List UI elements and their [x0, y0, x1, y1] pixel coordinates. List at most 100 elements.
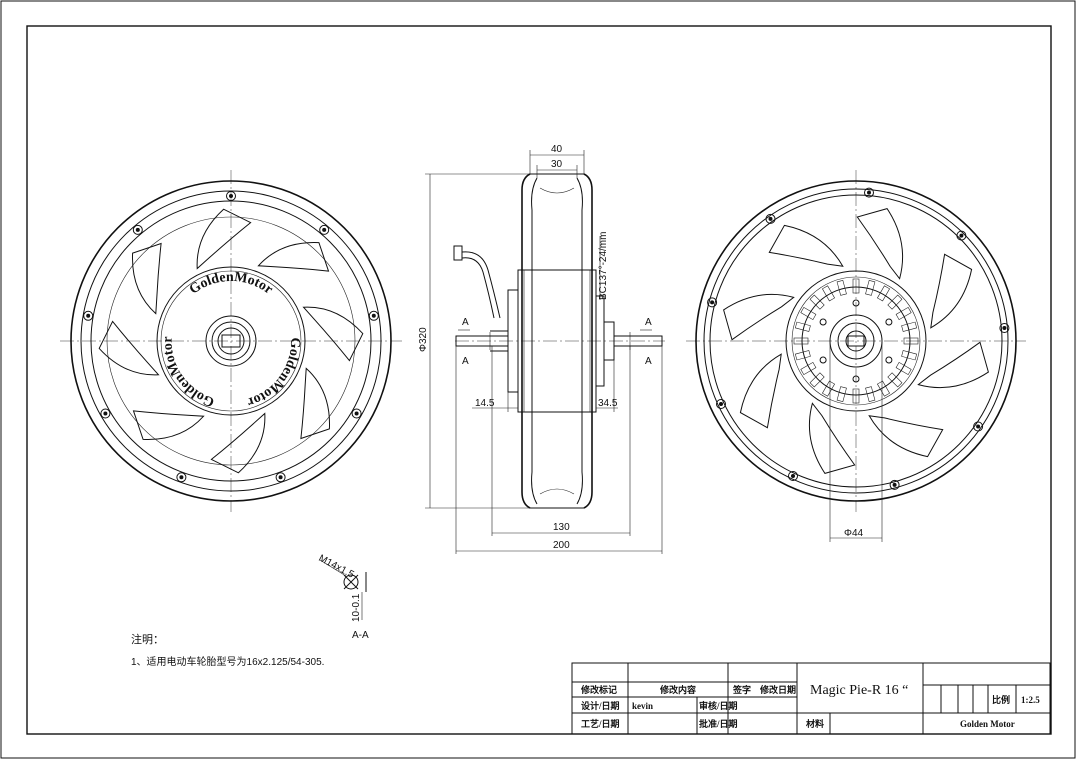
bolt-icon — [707, 297, 718, 308]
disc-slot — [793, 337, 809, 345]
bolt-icon — [765, 213, 776, 224]
bolt-icon — [83, 310, 94, 321]
disc-bolt-icon — [885, 318, 893, 326]
disc-slot — [821, 285, 836, 302]
bolt-icon — [999, 323, 1010, 333]
fan-blade — [868, 415, 944, 458]
tb-review-label: 审核/日期 — [699, 700, 738, 711]
bolt-center — [229, 194, 233, 198]
disc-slot — [794, 350, 811, 361]
disc-slot — [865, 386, 876, 403]
disc-bolt-icon — [852, 299, 860, 307]
fan-blade — [302, 306, 364, 362]
bolt-center — [1002, 326, 1007, 330]
notes-line-1: 1、适用电动车轮胎型号为16x2.125/54-305. — [131, 655, 324, 668]
disc-slot — [901, 350, 918, 361]
section-detail-a-a: M14x1.5 10-0.1 A-A — [317, 553, 369, 641]
section-mark-a-bottom-right: A — [645, 356, 652, 367]
disc-slot — [876, 285, 891, 302]
logo-text-left: GoldenMotor — [161, 336, 217, 409]
dim-14-5: 14.5 — [475, 398, 495, 409]
fan-blades-right — [723, 208, 989, 474]
bolt-icon — [226, 191, 236, 201]
bolt-icon — [788, 471, 798, 481]
bolt-icon — [132, 224, 143, 235]
bolt-icon — [864, 187, 874, 198]
disc-slot — [809, 372, 825, 388]
drawing-frame — [26, 25, 1052, 735]
disc-slot — [887, 372, 903, 388]
bolt-icon — [973, 421, 984, 432]
rotor-disc-slots — [793, 278, 919, 404]
bolt-center — [322, 227, 327, 232]
fan-blade — [739, 353, 782, 429]
fan-blade — [917, 341, 989, 389]
dim-40: 40 — [551, 144, 563, 155]
disc-slot — [852, 388, 860, 404]
left-hub-view: GoldenMotor GoldenMotor GoldenMotor — [60, 170, 402, 512]
tb-approve-label: 批准/日期 — [699, 718, 738, 729]
rim-bolts-right — [707, 187, 1010, 490]
bolt-icon — [368, 310, 379, 321]
bolt-center — [867, 190, 871, 195]
fan-blade — [257, 242, 330, 272]
tb-scale-label: 比例 — [992, 694, 1010, 705]
tb-rev-date-label: 修改日期 — [759, 684, 796, 695]
fan-blades-left — [98, 208, 364, 474]
rim-bolts-left — [83, 191, 379, 483]
bolt-icon — [275, 472, 286, 483]
section-mark-a-top-right: A — [645, 317, 652, 328]
bolt-center — [976, 424, 981, 429]
fan-blade — [723, 293, 795, 341]
tb-rev-mark-label: 修改标记 — [580, 684, 617, 695]
bolt-icon — [176, 472, 187, 483]
tb-product-name: Magic Pie-R 16 “ — [810, 683, 908, 698]
disc-slot — [821, 380, 836, 397]
bolt-center — [959, 233, 964, 238]
bolt-center — [719, 402, 723, 406]
disc-slot — [895, 361, 912, 376]
logo-text-right: GoldenMotor — [245, 337, 302, 409]
dim-spoke-circle: BC137°-24/mm — [598, 232, 609, 300]
bolt-center — [768, 216, 773, 221]
bolt-icon — [716, 399, 726, 409]
bolt-icon — [889, 479, 900, 490]
fan-blade — [808, 402, 856, 474]
tb-process-label: 工艺/日期 — [581, 718, 620, 729]
drawing-notes: 注明： 1、适用电动车轮胎型号为16x2.125/54-305. — [131, 632, 324, 668]
side-section-view: A A A A 40 30 Φ320 BC137°-24/mm 14.5 34.… — [418, 144, 665, 554]
dim-30: 30 — [551, 159, 563, 170]
bolt-icon — [319, 224, 330, 235]
dim-diameter-320: Φ320 — [418, 327, 429, 352]
right-hub-view: Φ44 — [686, 170, 1026, 542]
bolt-center — [278, 475, 283, 480]
bolt-icon — [100, 408, 111, 419]
fan-blade — [132, 242, 162, 315]
thread-spec: M14x1.5 — [317, 553, 356, 581]
fan-blade — [98, 320, 160, 376]
fan-blade — [768, 224, 844, 267]
section-label-a-a: A-A — [352, 630, 369, 641]
tb-design-label: 设计/日期 — [581, 700, 620, 711]
notes-title: 注明： — [131, 632, 164, 646]
disc-slot — [901, 321, 918, 332]
bolt-center — [710, 300, 715, 305]
fan-blade — [930, 253, 973, 329]
disc-bolt-icon — [819, 318, 827, 326]
title-block: 修改标记 修改内容 签字 修改日期 设计/日期 kevin 审核/日期 工艺/日… — [571, 662, 1051, 735]
tb-material-label: 材料 — [805, 718, 824, 729]
fan-blade — [196, 208, 252, 270]
bolt-center — [371, 313, 376, 318]
tb-signature-label: 签字 — [732, 684, 751, 695]
disc-slot — [876, 380, 891, 397]
flat-spec: 10-0.1 — [351, 593, 362, 622]
dim-130: 130 — [553, 522, 570, 533]
disc-bolt-icon — [819, 356, 827, 364]
bolt-center — [103, 411, 108, 416]
bolt-center — [354, 411, 359, 416]
disc-slot — [903, 337, 919, 345]
bolt-center — [135, 227, 140, 232]
fan-blade — [856, 208, 904, 280]
